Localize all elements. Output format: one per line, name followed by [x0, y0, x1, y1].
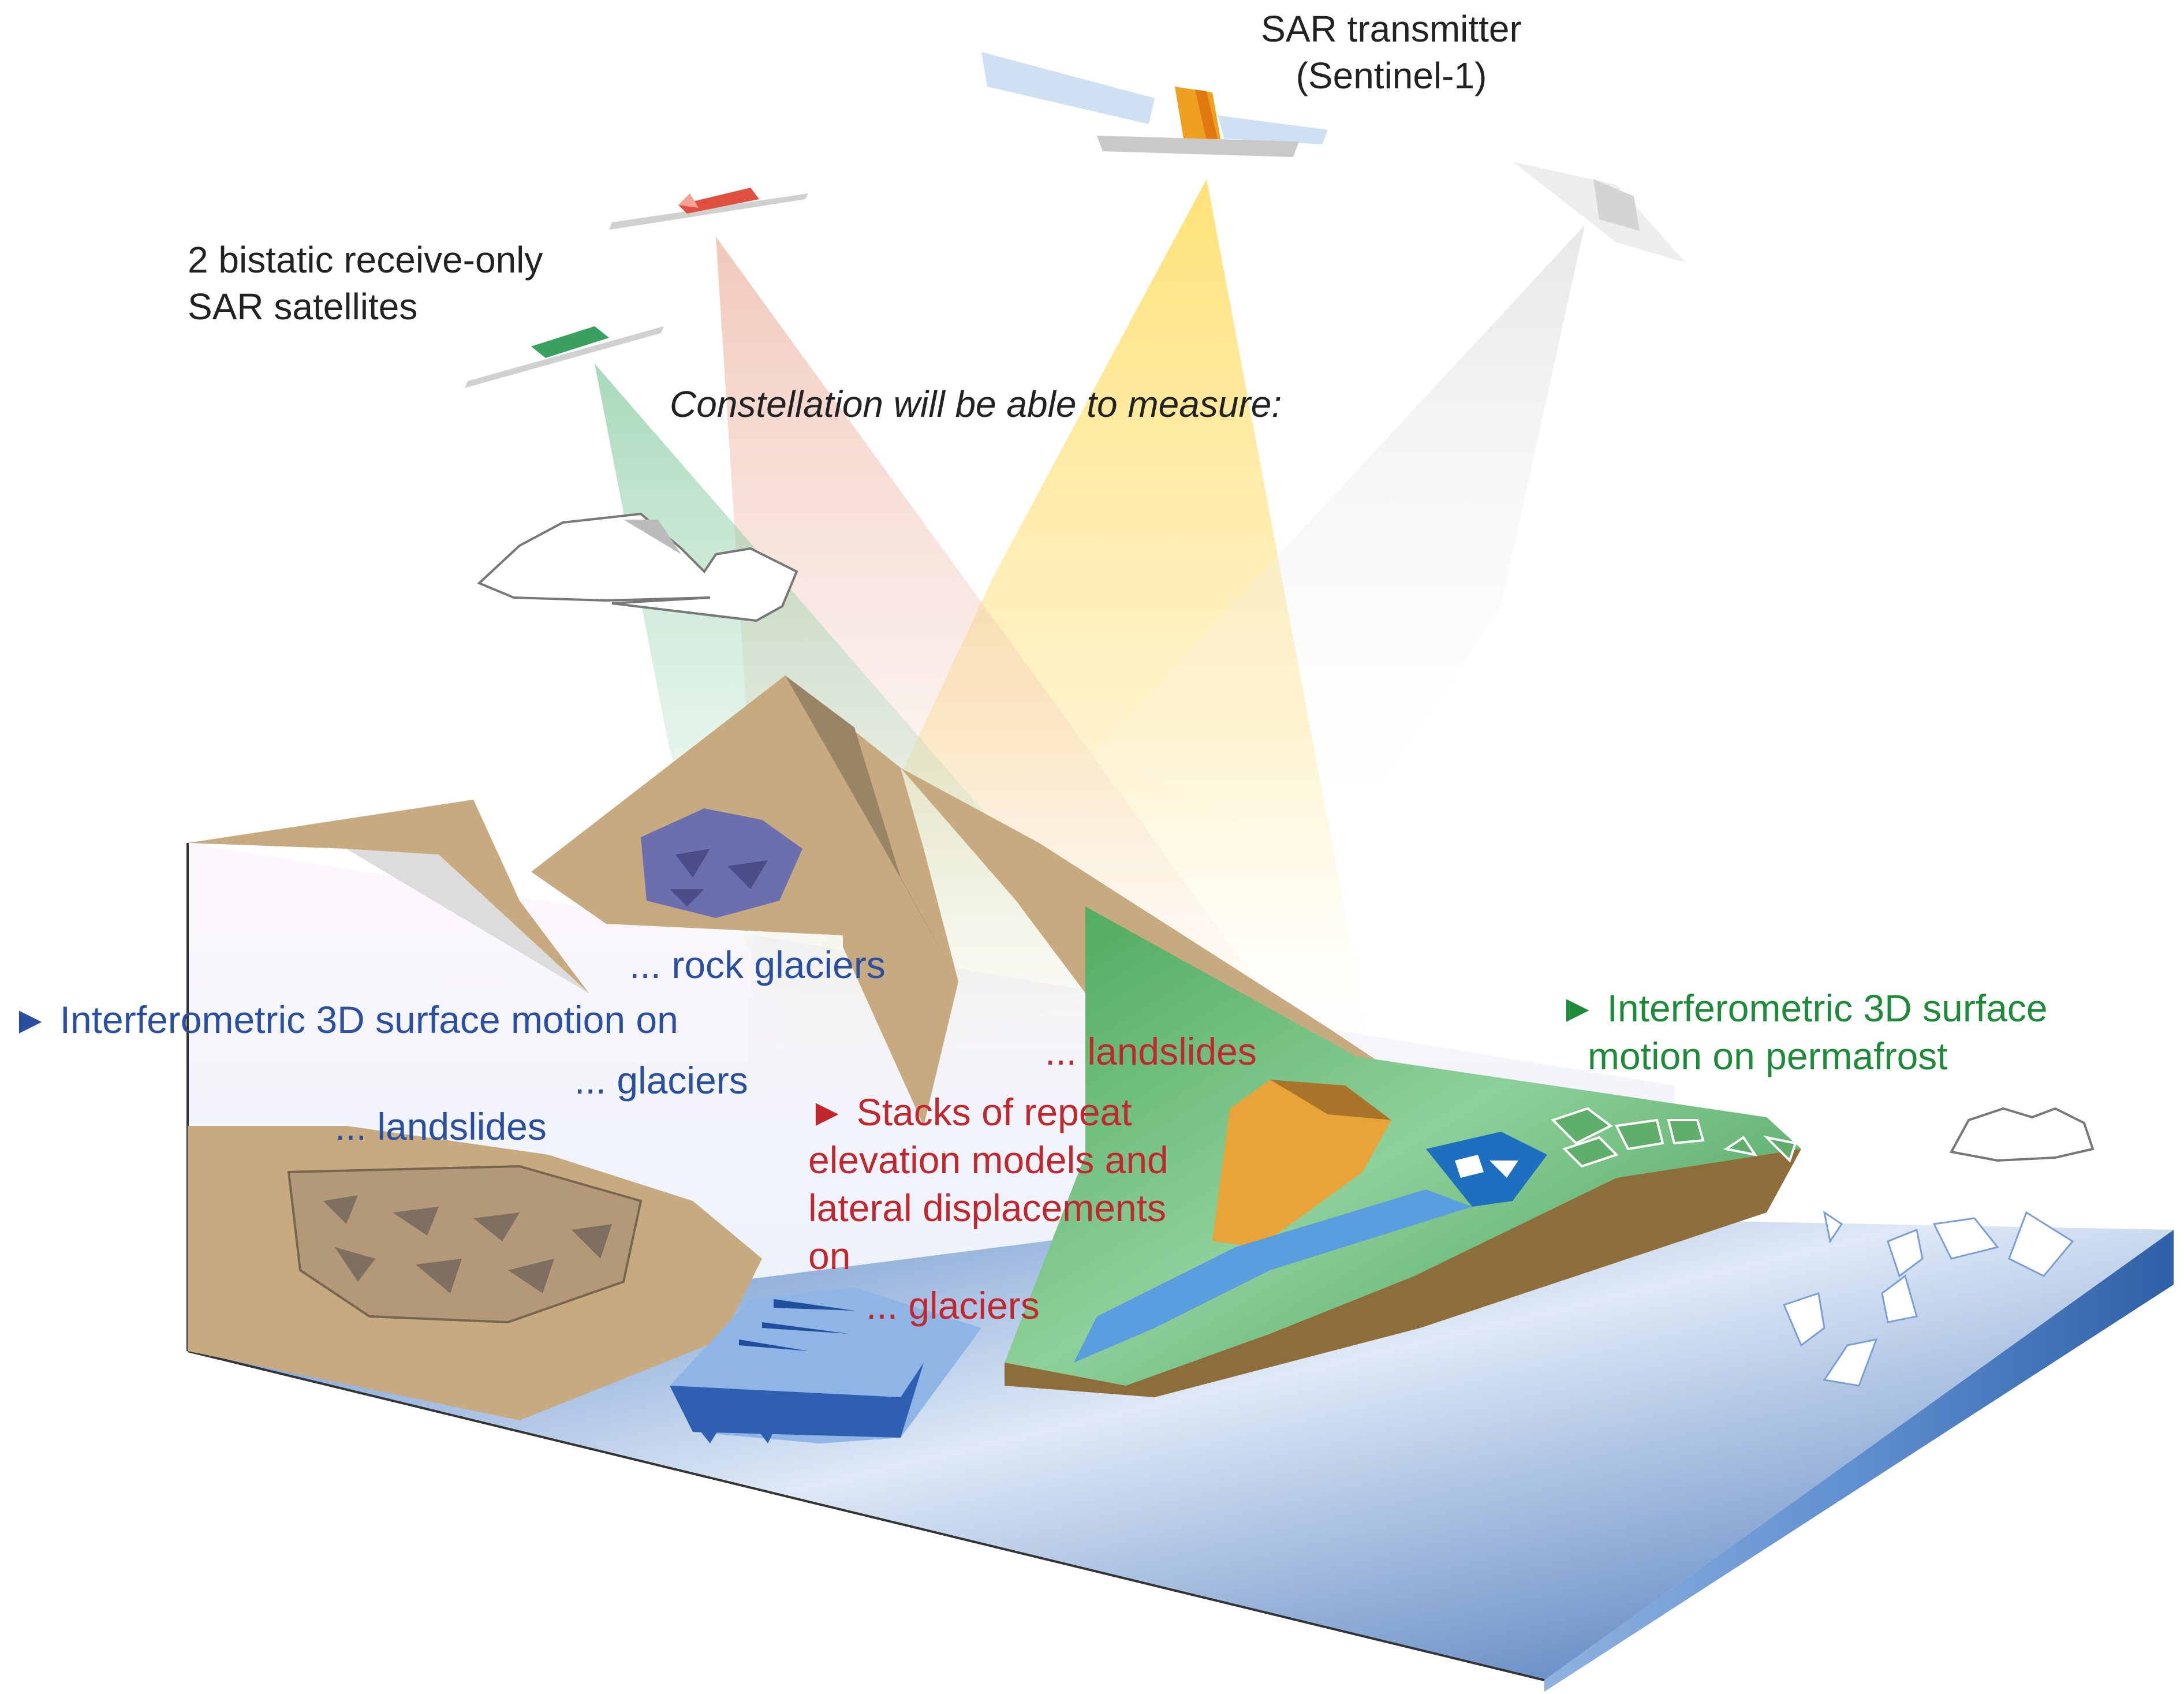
blue-heading-text: Interferometric 3D surface motion on	[59, 998, 678, 1041]
green-triangle-icon: ►	[1559, 987, 1597, 1029]
crevasses	[739, 1299, 854, 1351]
cloud-icon	[1949, 1107, 2095, 1162]
lake	[1426, 1132, 1547, 1207]
left-ridge	[188, 800, 589, 993]
green-line1: Interferometric 3D surface	[1607, 987, 2048, 1029]
blue-landslides: ... landslides	[335, 1105, 547, 1148]
green-receiver-beam	[595, 364, 1132, 1097]
green-permafrost-label: ► Interferometric 3D surface motion on p…	[1559, 984, 2048, 1080]
red-line4: on	[808, 1234, 851, 1278]
red-landslides: ... landslides	[1045, 1030, 1257, 1073]
red-stacks-label: ► Stacks of repeat elevation models and …	[808, 1088, 1168, 1281]
red-glaciers: ... glaciers	[866, 1284, 1040, 1327]
cloud-icon	[477, 512, 798, 622]
transmitter-label: SAR transmitter (Sentinel-1)	[1224, 6, 1559, 99]
red-line1: Stacks of repeat	[856, 1091, 1132, 1133]
receivers-label: 2 bistatic receive-only SAR satellites	[188, 237, 543, 330]
right-ridge	[901, 768, 1414, 1085]
grey-satellite-icon	[1513, 162, 1686, 263]
meltwater-stream	[1074, 1189, 1472, 1363]
blue-rock-glaciers: ... rock glaciers	[629, 943, 886, 986]
sentinel-1-satellite-icon	[981, 52, 1328, 157]
blue-heading: ► Interferometric 3D surface motion on	[12, 996, 678, 1044]
blue-triangle-icon: ►	[12, 998, 50, 1041]
blue-glaciers: ... glaciers	[574, 1059, 748, 1102]
permafrost-polygons	[1551, 1107, 1797, 1168]
transmitter-line1: SAR transmitter	[1261, 8, 1522, 50]
green-receiver-satellite-icon	[465, 326, 664, 388]
block-side	[1544, 1230, 2174, 1692]
transmitter-line2: (Sentinel-1)	[1296, 54, 1487, 96]
constellation-caption: Constellation will be able to measure:	[670, 383, 1282, 425]
red-line2: elevation models and	[808, 1139, 1168, 1182]
receivers-line2: SAR satellites	[188, 285, 418, 327]
red-receiver-satellite-icon	[609, 188, 808, 230]
landslide-debris	[323, 1195, 612, 1293]
green-line2: motion on permafrost	[1588, 1035, 1948, 1078]
landslide-scar	[287, 1165, 643, 1324]
rockfall	[1212, 1080, 1391, 1247]
receivers-line1: 2 bistatic receive-only	[188, 239, 543, 281]
grey-satellite-beam	[1097, 225, 1585, 866]
red-line3: lateral displacements	[808, 1186, 1166, 1230]
red-triangle-icon: ►	[808, 1091, 846, 1133]
ice-floes	[1782, 1210, 2074, 1387]
